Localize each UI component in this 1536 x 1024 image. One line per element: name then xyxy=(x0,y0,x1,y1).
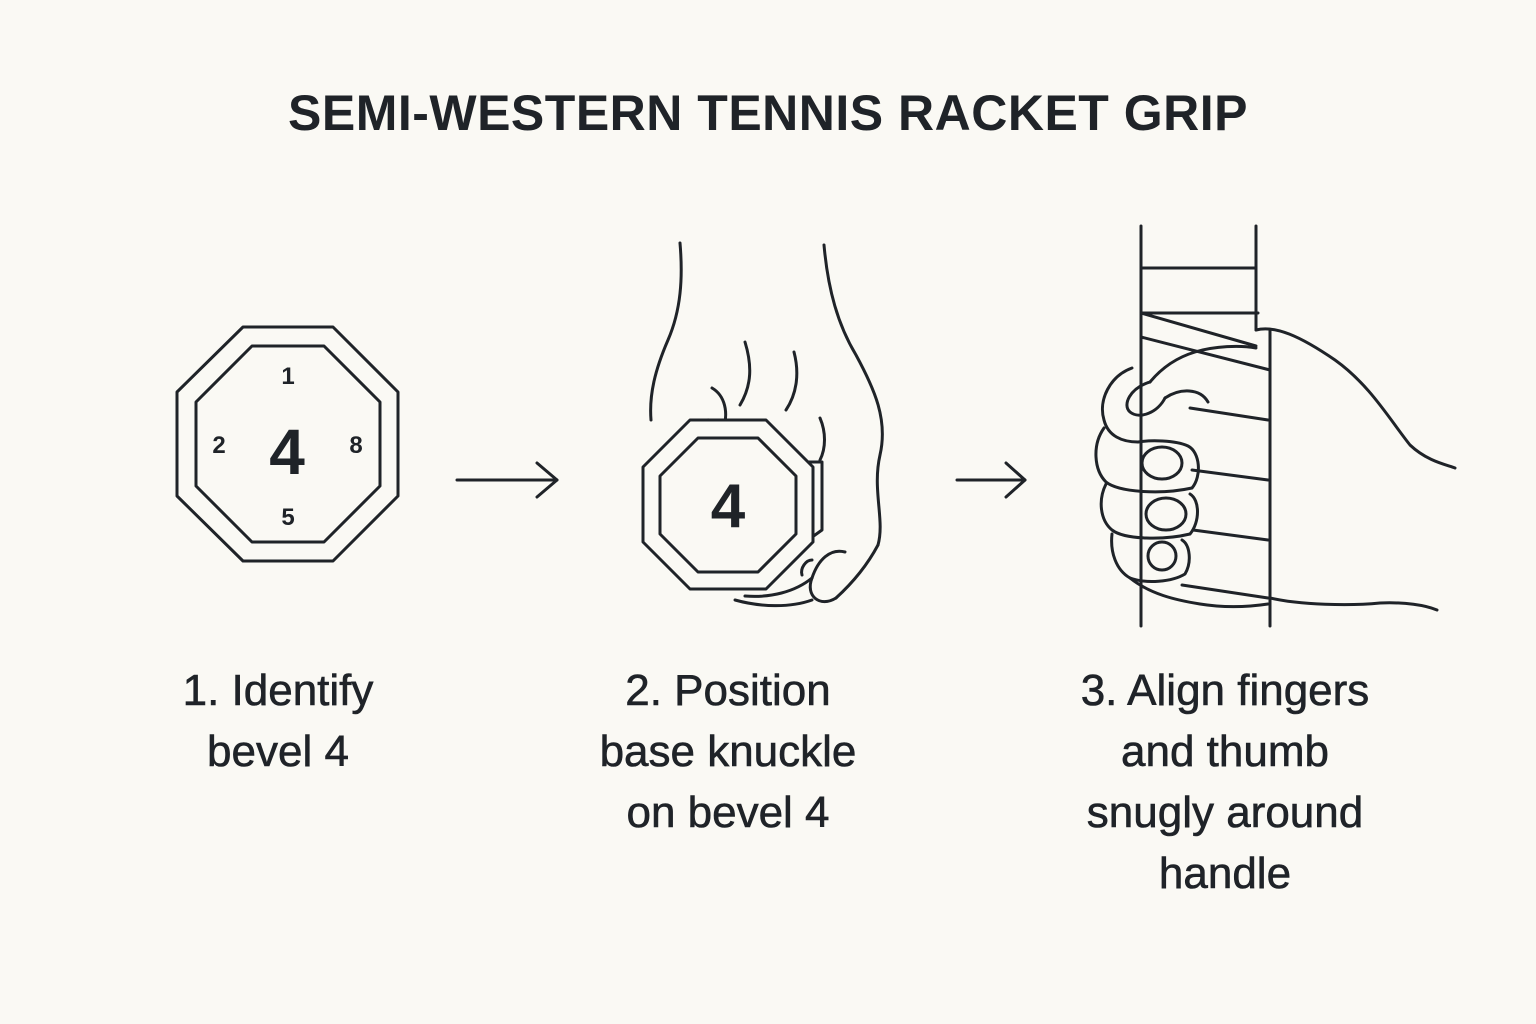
step-2-label: 2. Position base knuckle on bevel 4 xyxy=(599,666,857,838)
bevel-number-left: 2 xyxy=(212,432,225,459)
octagon-inner xyxy=(194,344,382,544)
octagon-bevel-icon: 4 1 2 8 5 xyxy=(175,325,400,563)
step-1-label: 1. Identify bevel 4 xyxy=(182,666,374,777)
bevel-number-right: 8 xyxy=(349,432,362,459)
bevel-octagon-inner xyxy=(658,436,798,574)
bevel-number-bottom: 5 xyxy=(281,504,294,531)
bevel-number-center: 4 xyxy=(269,416,305,488)
bevel-octagon-outer xyxy=(641,418,815,591)
step-3-label: 3. Align fingers and thumb snugly around… xyxy=(1080,666,1370,899)
octagon-outer xyxy=(175,325,400,563)
hand-on-bevel-icon: 4 xyxy=(641,241,884,608)
bevel-number: 4 xyxy=(711,472,746,541)
bevel-number-top: 1 xyxy=(281,363,294,390)
page-title: SEMI-WESTERN TENNIS RACKET GRIP xyxy=(288,85,1248,141)
arrow-right-icon xyxy=(955,461,1027,499)
hand-gripping-handle-icon xyxy=(1094,224,1457,628)
arrow-right-icon xyxy=(455,461,559,499)
